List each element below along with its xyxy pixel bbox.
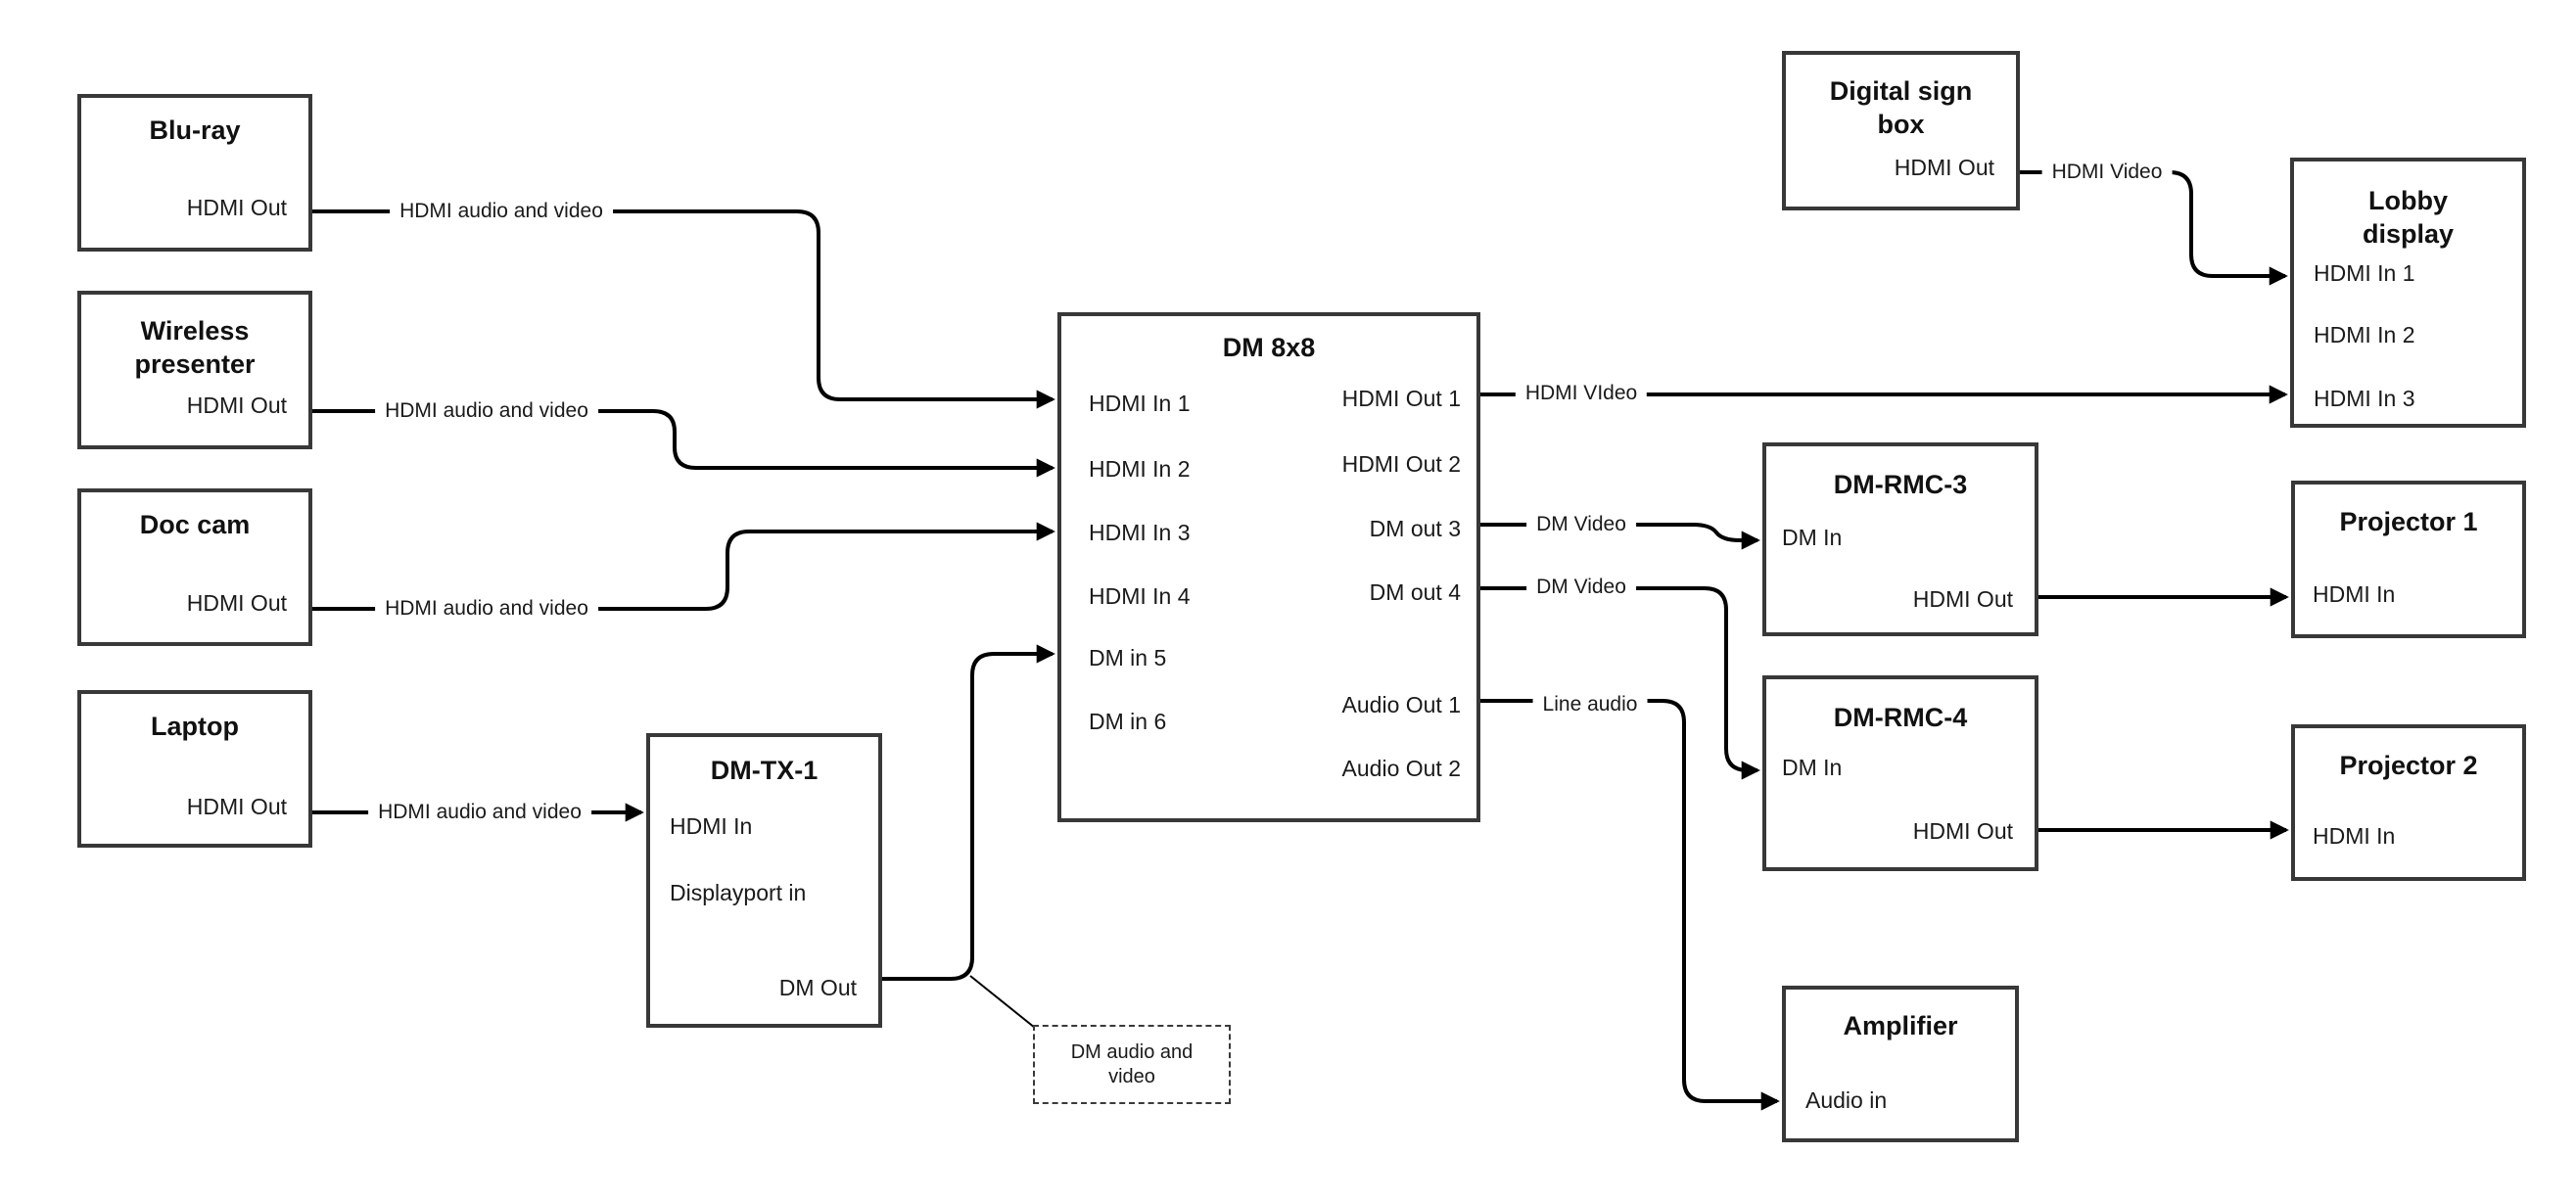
- port-dm8x8-hdmi-in-3: HDMI In 3: [1089, 520, 1191, 545]
- node-laptop: Laptop HDMI Out: [77, 690, 312, 848]
- port-dm8x8-dm-out-3: DM out 3: [1369, 516, 1461, 541]
- node-rmc3: DM-RMC-3 DM In HDMI Out: [1762, 442, 2038, 636]
- port-dmtx1-displayport-in: Displayport in: [670, 880, 807, 905]
- node-bluray-title: Blu-ray: [149, 115, 241, 145]
- port-dm8x8-dm-in-6: DM in 6: [1089, 709, 1167, 734]
- port-dm8x8-hdmi-in-2: HDMI In 2: [1089, 456, 1191, 482]
- port-laptop-hdmi-out: HDMI Out: [186, 794, 287, 819]
- node-doccam-title: Doc cam: [139, 510, 251, 539]
- node-dmtx1: DM-TX-1 HDMI In Displayport in DM Out: [646, 733, 882, 1028]
- wire-bluray-to-dm8x8-in1: [312, 209, 1055, 409]
- port-dm8x8-audio-out-1: Audio Out 1: [1341, 692, 1461, 717]
- port-lobby-hdmi-in-3: HDMI In 3: [2314, 386, 2415, 411]
- wire-dm8x8-out4-to-rmc4-dmin: [1480, 586, 1760, 780]
- node-proj2: Projector 2 HDMI In: [2291, 724, 2526, 881]
- port-dmtx1-dm-out: DM Out: [778, 975, 857, 1000]
- wire-label-sign-hdmi-video: HDMI Video: [2041, 160, 2173, 185]
- node-dmtx1-title: DM-TX-1: [710, 756, 819, 785]
- port-doccam-hdmi-out: HDMI Out: [186, 590, 287, 616]
- port-wireless-hdmi-out: HDMI Out: [186, 393, 287, 418]
- port-signbox-hdmi-out: HDMI Out: [1894, 155, 1994, 180]
- node-amplifier: Amplifier Audio in: [1782, 986, 2019, 1142]
- port-lobby-hdmi-in-2: HDMI In 2: [2314, 322, 2415, 347]
- port-rmc3-hdmi-out: HDMI Out: [1912, 586, 2013, 612]
- note-dm-audio-video: DM audio and video: [1033, 1025, 1231, 1104]
- node-signbox: Digital sign box HDMI Out: [1782, 51, 2020, 210]
- port-dm8x8-hdmi-in-4: HDMI In 4: [1089, 583, 1191, 609]
- node-lobby-title: Lobby display: [2362, 186, 2455, 249]
- port-bluray-hdmi-out: HDMI Out: [186, 195, 287, 220]
- port-rmc3-dm-in: DM In: [1782, 525, 1843, 550]
- port-lobby-hdmi-in-1: HDMI In 1: [2314, 260, 2415, 286]
- port-dm8x8-hdmi-out-2: HDMI Out 2: [1341, 451, 1461, 477]
- port-dm8x8-dm-out-4: DM out 4: [1369, 579, 1461, 605]
- port-proj1-hdmi-in: HDMI In: [2313, 581, 2396, 607]
- port-amp-audio-in: Audio in: [1805, 1087, 1888, 1113]
- node-laptop-title: Laptop: [151, 712, 239, 741]
- port-rmc4-hdmi-out: HDMI Out: [1912, 818, 2013, 844]
- wire-label-out4-dm-video: DM Video: [1526, 575, 1636, 600]
- wire-label-doccam-hdmi-av: HDMI audio and video: [375, 596, 598, 622]
- node-rmc4-title: DM-RMC-4: [1833, 703, 1968, 732]
- wire-signbox-to-lobby-in1: [2020, 170, 2288, 286]
- wire-label-laptop-hdmi-av: HDMI audio and video: [368, 800, 591, 825]
- node-doccam: Doc cam HDMI Out: [77, 488, 312, 646]
- node-dm8x8-title: DM 8x8: [1222, 333, 1316, 362]
- wire-dmtx1-dmout-to-dm8x8-in5: [882, 644, 1055, 981]
- wire-label-out3-dm-video: DM Video: [1526, 512, 1636, 537]
- note-leader-line: [969, 975, 1036, 1029]
- port-rmc4-dm-in: DM In: [1782, 755, 1843, 780]
- node-wireless-title: Wireless presenter: [134, 316, 256, 379]
- port-dm8x8-dm-in-5: DM in 5: [1089, 645, 1167, 670]
- wire-label-out1-hdmi-video: HDMI VIdeo: [1515, 381, 1648, 406]
- node-amplifier-title: Amplifier: [1843, 1011, 1958, 1040]
- node-rmc4: DM-RMC-4 DM In HDMI Out: [1762, 675, 2038, 871]
- wire-label-aout1-line-audio: Line audio: [1532, 692, 1648, 717]
- port-proj2-hdmi-in: HDMI In: [2313, 823, 2396, 849]
- node-dm8x8: DM 8x8 HDMI In 1 HDMI In 2 HDMI In 3 HDM…: [1057, 312, 1480, 822]
- node-bluray: Blu-ray HDMI Out: [77, 94, 312, 252]
- wire-label-wireless-hdmi-av: HDMI audio and video: [375, 398, 598, 424]
- node-signbox-title: Digital sign box: [1829, 76, 1973, 139]
- port-dm8x8-hdmi-out-1: HDMI Out 1: [1341, 386, 1461, 411]
- node-proj2-title: Projector 2: [2339, 751, 2478, 780]
- node-proj1-title: Projector 1: [2339, 507, 2478, 536]
- wire-dm8x8-aout1-to-amp: [1480, 699, 1780, 1111]
- node-wireless-presenter: Wireless presenter HDMI Out: [77, 291, 312, 449]
- node-lobby-display: Lobby display HDMI In 1 HDMI In 2 HDMI I…: [2290, 158, 2526, 428]
- port-dm8x8-audio-out-2: Audio Out 2: [1341, 756, 1461, 781]
- node-rmc3-title: DM-RMC-3: [1833, 470, 1968, 499]
- port-dm8x8-hdmi-in-1: HDMI In 1: [1089, 391, 1191, 416]
- wire-label-bluray-hdmi-av: HDMI audio and video: [390, 199, 613, 224]
- node-proj1: Projector 1 HDMI In: [2291, 481, 2526, 638]
- port-dmtx1-hdmi-in: HDMI In: [670, 813, 753, 839]
